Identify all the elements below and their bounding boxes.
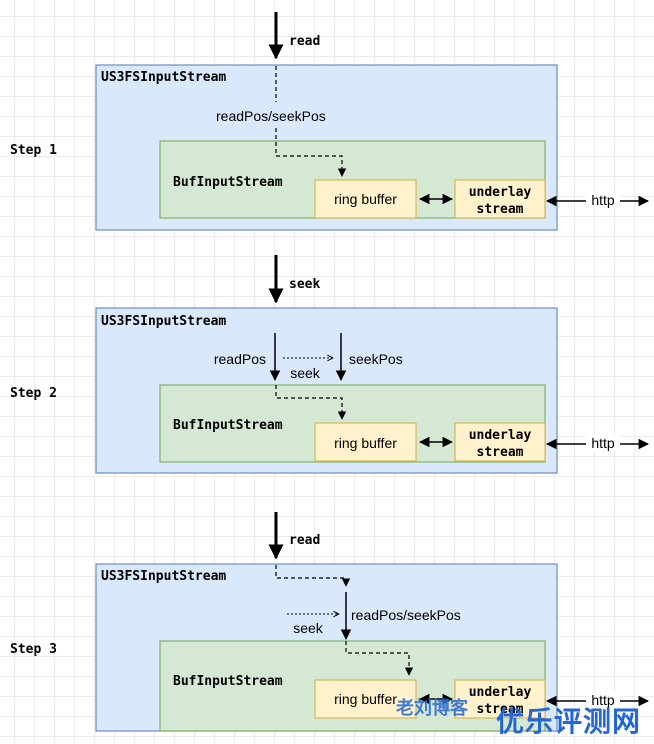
http-label-bg xyxy=(586,192,620,208)
us3fs-input-stream-label: US3FSInputStream xyxy=(101,569,226,584)
underlay-label-line2: stream xyxy=(477,202,524,217)
ring-buffer-label: ring buffer xyxy=(334,435,397,451)
read-arrow-label: read xyxy=(289,34,320,49)
read-pos-label: readPos xyxy=(214,351,266,367)
http-label: http xyxy=(591,192,615,208)
underlay-stream-box xyxy=(454,179,546,219)
underlay-stream-box xyxy=(454,422,546,462)
underlay-label-line2: stream xyxy=(477,445,524,460)
ring-buffer-label: ring buffer xyxy=(334,691,397,707)
underlay-label-line2: stream xyxy=(477,702,524,717)
buf-input-stream-label: BufInputStream xyxy=(173,418,283,433)
pointer-to-buffer-path xyxy=(275,128,347,177)
http-label-bg xyxy=(586,435,620,451)
pointer-to-buffer-path xyxy=(345,641,414,676)
seek-move-label: seek xyxy=(290,365,321,381)
pointer-to-buffer-path xyxy=(275,385,347,420)
step-label: Step 2 xyxy=(10,386,57,401)
buf-input-stream-label: BufInputStream xyxy=(173,175,283,190)
read-seek-pos-label: readPos/seekPos xyxy=(351,607,461,623)
http-label-bg xyxy=(586,692,620,708)
seek-arrow-label: seek xyxy=(289,277,320,292)
ring-buffer-label: ring buffer xyxy=(334,191,397,207)
us3fs-input-stream-label: US3FSInputStream xyxy=(101,314,226,329)
seek-move-label: seek xyxy=(293,620,324,636)
ring-buffer-box xyxy=(314,422,417,462)
step-3: Step 3 read US3FSInputStream readPos/see… xyxy=(10,512,650,732)
read-arrow-label: read xyxy=(289,533,320,548)
underlay-label-line1: underlay xyxy=(469,185,532,200)
watermark-left: 老刘博客 xyxy=(396,698,468,719)
step-2: Step 2 seek US3FSInputStream readPos see… xyxy=(10,255,650,474)
step-1: Step 1 read US3FSInputStream readPos/see… xyxy=(10,12,650,231)
read-seek-pos-label: readPos/seekPos xyxy=(216,108,326,124)
http-label: http xyxy=(591,692,615,708)
step-label: Step 3 xyxy=(10,642,57,657)
buf-input-stream-label: BufInputStream xyxy=(173,674,283,689)
read-redirect-path xyxy=(275,565,351,587)
step-label: Step 1 xyxy=(10,143,57,158)
underlay-label-line1: underlay xyxy=(469,428,532,443)
seek-pos-label: seekPos xyxy=(349,351,403,367)
ring-buffer-box xyxy=(314,179,417,219)
watermark-right: 优乐评测网 xyxy=(496,705,642,738)
underlay-label-line1: underlay xyxy=(469,685,532,700)
ring-buffer-box xyxy=(314,679,417,719)
us3fs-input-stream-label: US3FSInputStream xyxy=(101,70,226,85)
underlay-stream-box xyxy=(454,679,546,719)
http-label: http xyxy=(591,435,615,451)
